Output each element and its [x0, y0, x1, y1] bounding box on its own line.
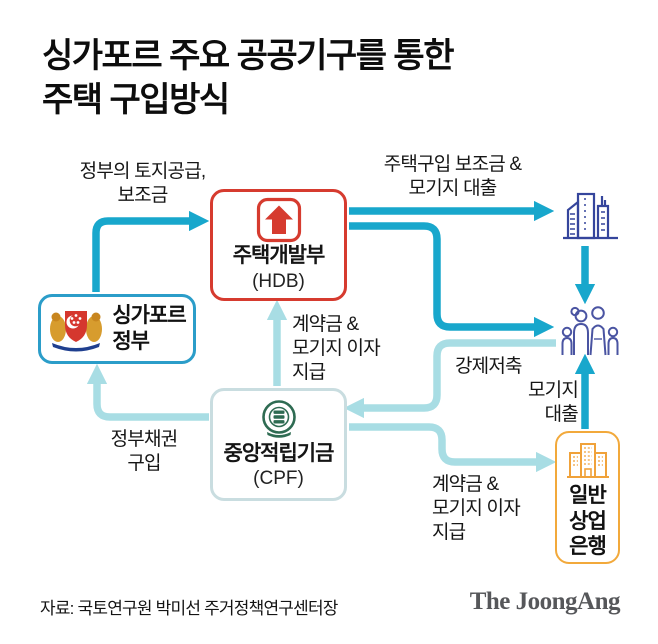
arrow-cpf-to-gov — [86, 363, 209, 421]
arrow-hdb-to-household — [349, 222, 555, 338]
singapore-crest-icon — [50, 311, 103, 352]
label-purchase-subsidy: 주택구입 보조금 & 모기지 대출 — [383, 154, 522, 199]
city-buildings-icon — [563, 192, 618, 240]
family-icon — [561, 306, 619, 356]
government-name: 싱가포르 정부 — [112, 303, 186, 353]
cpf-box: 중앙적립기금 (CPF) — [210, 388, 347, 501]
label-downpayment-to-bank: 계약금 & 모기지 이자 지급 — [432, 474, 521, 543]
label-forced-saving: 강제저축 — [455, 356, 523, 377]
page-title: 싱가포르 주요 공공기구를 통한 주택 구입방식 — [42, 37, 454, 120]
cpf-seal-icon — [261, 400, 296, 438]
hdb-box: 주택개발부 (HDB) — [210, 189, 347, 301]
label-downpayment-to-hdb: 계약금 & 모기지 이자 지급 — [292, 314, 381, 383]
arrow-gov-to-hdb — [92, 210, 210, 292]
arrow-household-to-cpf — [343, 339, 556, 419]
cpf-sub: (CPF) — [253, 468, 304, 490]
label-gov-bond: 정부채권 구입 — [110, 429, 179, 474]
bank-buildings-icon — [566, 442, 609, 478]
cpf-name: 중앙적립기금 — [223, 441, 335, 465]
label-land-supply: 정부의 토지공급, 보조금 — [79, 161, 207, 206]
hdb-sub: (HDB) — [252, 270, 305, 292]
hdb-house-arrow-icon — [256, 198, 301, 243]
label-mortgage-loan: 모기지 대출 — [527, 380, 579, 425]
joongang-logo: The JoongAng — [469, 588, 621, 615]
government-box: 싱가포르 정부 — [38, 294, 196, 364]
bank-box: 일반 상업 은행 — [555, 431, 620, 564]
arrow-cpf-to-bank — [349, 423, 557, 473]
hdb-name: 주택개발부 — [232, 244, 326, 268]
source-credit: 자료: 국토연구원 박미선 주거정책연구센터장 — [40, 599, 338, 618]
bank-name: 일반 상업 은행 — [569, 483, 607, 559]
